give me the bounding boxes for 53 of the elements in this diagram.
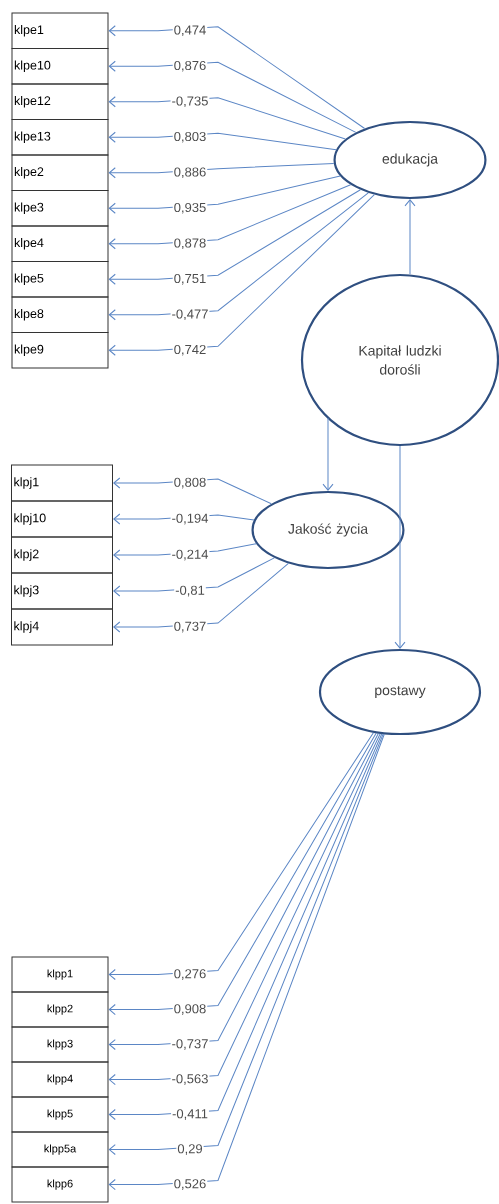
indicator-box: klpe9 — [11, 332, 109, 369]
indicator-box: klpp2 — [11, 991, 109, 1028]
edge-label: 0,751 — [172, 272, 208, 286]
edge-label: 0,742 — [172, 343, 208, 357]
indicator-box: klpj10 — [11, 500, 113, 538]
edge-label: 0,276 — [172, 968, 208, 981]
edge-label: -0,735 — [170, 95, 210, 109]
arrow — [108, 194, 375, 356]
indicator-box: klpp1 — [11, 956, 109, 993]
indicator-box: klpp4 — [11, 1061, 109, 1098]
indicator-box: klpe5 — [11, 261, 109, 298]
edge-label: 0,935 — [172, 201, 208, 215]
indicator-box: klpp5a — [11, 1131, 109, 1168]
edge-label: 0,474 — [172, 24, 208, 38]
indicator-box: klpj3 — [11, 572, 113, 610]
edge-label: -0,214 — [170, 548, 210, 562]
edge-label: 0,908 — [172, 1003, 208, 1016]
edge-label: -0,737 — [170, 1038, 210, 1051]
indicator-box: klpe13 — [11, 119, 109, 156]
indicator-box: klpe3 — [11, 190, 109, 227]
edge-label: -0,411 — [171, 1108, 209, 1121]
edge-label: 0,29 — [176, 1143, 204, 1156]
edge-label: 0,876 — [172, 59, 208, 73]
indicator-box: klpe8 — [11, 296, 109, 333]
edge-label: -0,194 — [170, 512, 210, 526]
arrow — [404, 199, 416, 275]
edge-label: 0,878 — [172, 237, 208, 251]
arrow — [108, 25, 366, 129]
edge-label: -0,81 — [174, 584, 206, 598]
arrow — [322, 417, 334, 491]
indicator-box: klpj4 — [11, 608, 113, 646]
indicator-box: klpe12 — [11, 83, 109, 120]
indicator-box: klpe10 — [11, 48, 109, 85]
indicator-box: klpp3 — [11, 1026, 109, 1063]
indicator-box: klpj2 — [11, 536, 113, 574]
arrow — [108, 192, 369, 321]
indicator-box: klpe1 — [11, 12, 109, 49]
edge-label: 0,886 — [172, 166, 208, 180]
edge-label: 0,808 — [172, 476, 208, 490]
indicator-box: klpp6 — [11, 1166, 109, 1203]
indicator-box: klpp5 — [11, 1096, 109, 1133]
indicator-box: klpe4 — [11, 225, 109, 262]
arrow — [108, 189, 361, 285]
edge-label: -0,477 — [170, 308, 210, 322]
arrow — [108, 184, 352, 250]
arrow — [108, 60, 357, 133]
edge-label: 0,737 — [172, 620, 208, 634]
edge-label: -0,563 — [170, 1073, 210, 1086]
indicator-box: klpj1 — [11, 464, 113, 502]
edge-label: 0,526 — [172, 1178, 208, 1191]
indicator-box: klpe2 — [11, 154, 109, 191]
edge-label: 0,803 — [172, 130, 208, 144]
arrow — [394, 445, 406, 649]
